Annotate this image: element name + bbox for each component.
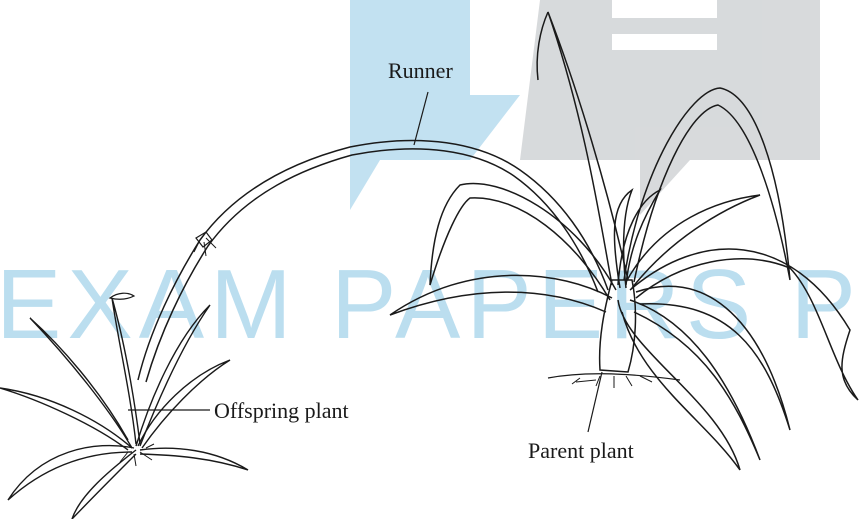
watermark-text: EXAM PAPERS PRA	[0, 249, 861, 359]
label-parent-plant: Parent plant	[528, 438, 634, 463]
label-runner: Runner	[388, 58, 453, 83]
watermark-logo	[350, 0, 820, 215]
label-offspring-plant: Offspring plant	[214, 398, 349, 423]
